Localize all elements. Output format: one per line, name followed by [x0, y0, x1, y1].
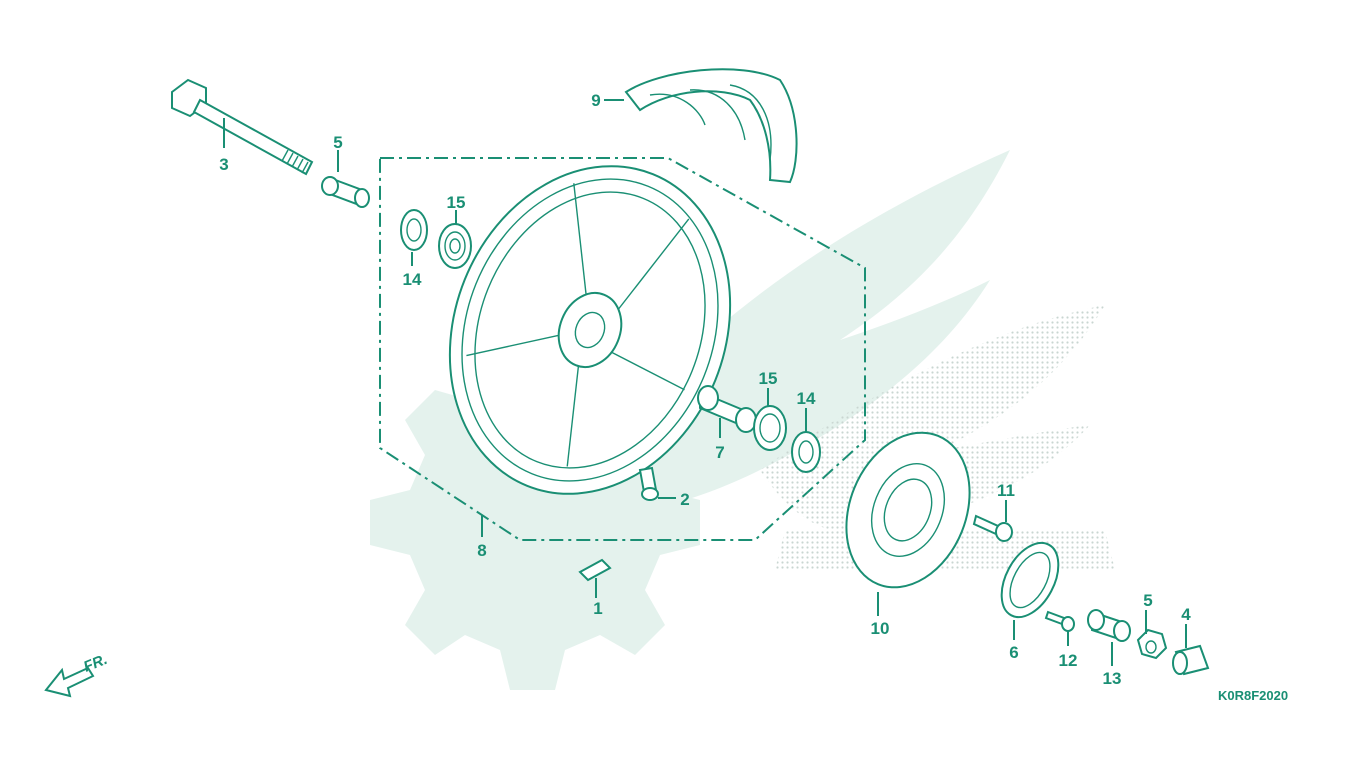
callout-6: 6: [1009, 643, 1018, 662]
callout-7: 7: [715, 443, 724, 462]
drawing-code: K0R8F2020: [1218, 688, 1288, 703]
callout-10: 10: [871, 619, 890, 638]
wheel-rim-part: [448, 165, 732, 495]
callout-3: 3: [219, 155, 228, 174]
distance-collar-part: [697, 385, 757, 433]
callout-labels: 3 5 15 14 9 15 14 7 2 8 1 11 10 6 12 5 1…: [219, 91, 1191, 688]
disc-bolt-part: [972, 514, 1013, 542]
axle-cap-part: [1172, 644, 1210, 676]
collar-upper-part: [321, 176, 370, 208]
bearing-left-part: [438, 223, 472, 269]
leader-lines: [223, 99, 1187, 666]
callout-1: 1: [593, 599, 602, 618]
callout-12: 12: [1059, 651, 1078, 670]
bearing-right-part: [753, 405, 787, 451]
callout-9: 9: [591, 91, 600, 110]
tire-valve-part: [638, 466, 659, 501]
tire-part: [624, 68, 798, 184]
dust-seal-right-part: [791, 431, 821, 473]
callout-14-right: 14: [797, 389, 816, 408]
arrow-icon: [44, 666, 95, 698]
balance-weight-part: [578, 558, 612, 582]
callout-4: 4: [1181, 605, 1191, 624]
assembly-boundary: [379, 157, 866, 541]
callout-15-right: 15: [759, 369, 778, 388]
callout-15-left: 15: [447, 193, 466, 212]
callout-14-left: 14: [403, 270, 422, 289]
pulser-ring-part: [1000, 541, 1060, 619]
front-direction-indicator: FR.: [44, 651, 110, 698]
axle-nut-part: [1136, 628, 1168, 660]
dust-seal-left-part: [400, 209, 428, 251]
screw-part: [1044, 610, 1075, 632]
watermark-wing-dotted: [760, 305, 1105, 534]
brake-disc-part: [845, 431, 971, 589]
callout-2: 2: [680, 490, 689, 509]
callout-8: 8: [477, 541, 486, 560]
callout-5-upper: 5: [333, 133, 342, 152]
direction-label: FR.: [81, 651, 110, 676]
axle-bolt-part: [171, 78, 314, 176]
collar-lower-part: [1087, 609, 1131, 642]
callout-13: 5: [1143, 591, 1152, 610]
callout-5-lower: 13: [1103, 669, 1122, 688]
callout-11: 11: [997, 481, 1015, 500]
